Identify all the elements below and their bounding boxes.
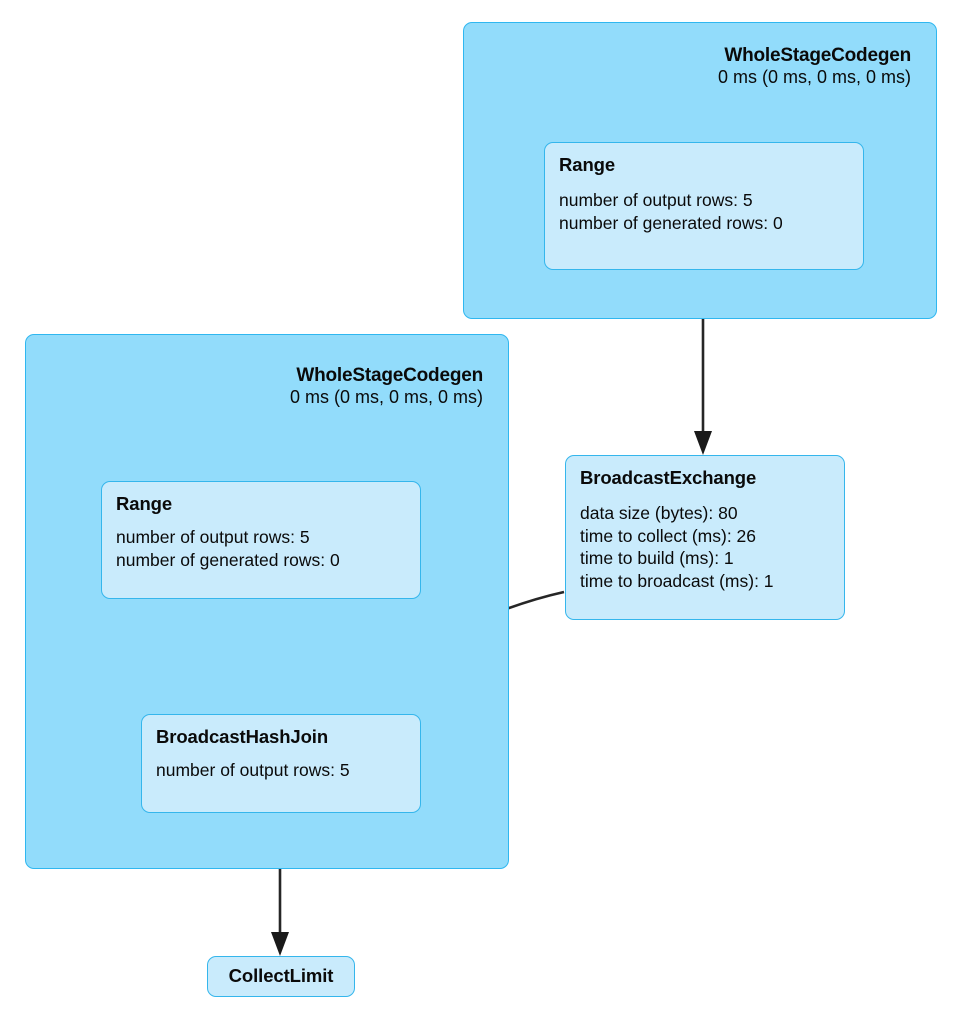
node-broadcast-exchange-title: BroadcastExchange — [580, 467, 757, 488]
node-broadcast-exchange[interactable]: BroadcastExchange data size (bytes): 80 … — [565, 455, 845, 620]
node-range-left-metrics: number of output rows: 5 number of gener… — [116, 526, 406, 571]
metric-generated-rows: number of generated rows: 0 — [559, 212, 783, 233]
cluster-top-title: WholeStageCodegen — [724, 45, 911, 66]
metric-output-rows: number of output rows: 5 — [156, 760, 350, 781]
metric-time-to-collect: time to collect (ms): 26 — [580, 525, 757, 546]
metric-output-rows: number of output rows: 5 — [559, 190, 753, 211]
cluster-left-label: WholeStageCodegen 0 ms (0 ms, 0 ms, 0 ms… — [290, 365, 483, 408]
cluster-top-label: WholeStageCodegen 0 ms (0 ms, 0 ms, 0 ms… — [718, 45, 911, 88]
node-range-left-title: Range — [116, 493, 173, 514]
node-broadcast-hash-join[interactable]: BroadcastHashJoin number of output rows:… — [141, 714, 421, 813]
metric-time-to-build: time to build (ms): 1 — [580, 548, 734, 569]
node-range-top-title: Range — [559, 154, 616, 175]
cluster-top-metric: 0 ms (0 ms, 0 ms, 0 ms) — [717, 67, 911, 88]
cluster-left-metric: 0 ms (0 ms, 0 ms, 0 ms) — [289, 387, 483, 408]
cluster-wholestagecodegen-left[interactable]: WholeStageCodegen 0 ms (0 ms, 0 ms, 0 ms… — [25, 334, 509, 869]
node-broadcast-hash-join-metrics: number of output rows: 5 — [156, 759, 406, 782]
node-collect-limit-title: CollectLimit — [228, 964, 334, 986]
node-broadcast-hash-join-title: BroadcastHashJoin — [156, 726, 329, 747]
cluster-left-title: WholeStageCodegen — [296, 365, 483, 386]
node-range-left[interactable]: Range number of output rows: 5 number of… — [101, 481, 421, 599]
node-broadcast-exchange-metrics: data size (bytes): 80 time to collect (m… — [580, 502, 830, 592]
metric-data-size: data size (bytes): 80 — [580, 503, 738, 524]
metric-time-to-broadcast: time to broadcast (ms): 1 — [580, 570, 774, 591]
node-collect-limit[interactable]: CollectLimit — [207, 956, 355, 997]
metric-output-rows: number of output rows: 5 — [116, 527, 310, 548]
cluster-wholestagecodegen-top[interactable]: WholeStageCodegen 0 ms (0 ms, 0 ms, 0 ms… — [463, 22, 937, 319]
node-range-top[interactable]: Range number of output rows: 5 number of… — [544, 142, 864, 270]
node-range-top-metrics: number of output rows: 5 number of gener… — [559, 189, 849, 234]
metric-generated-rows: number of generated rows: 0 — [116, 549, 340, 570]
